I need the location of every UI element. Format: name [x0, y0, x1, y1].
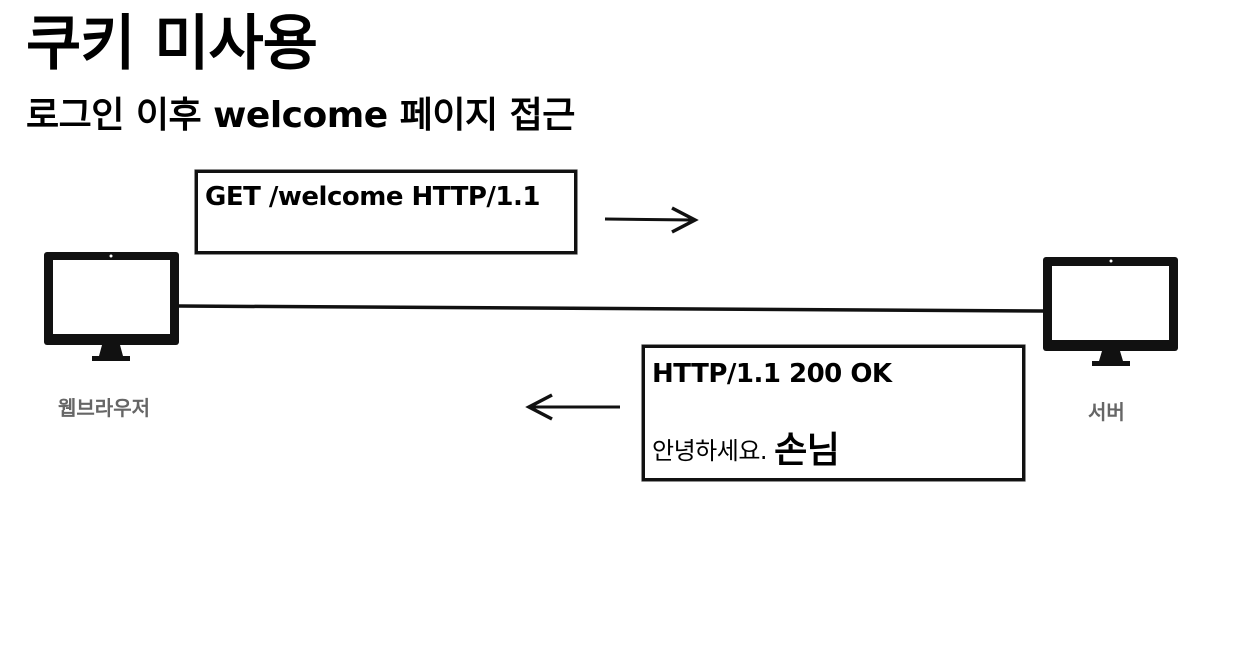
response-body-line: 안녕하세요. 손님	[652, 430, 840, 469]
page-title: 쿠키 미사용	[26, 9, 318, 79]
browser-monitor-icon	[44, 252, 179, 361]
guest-text: 손님	[774, 430, 840, 471]
page-subtitle: 로그인 이후 welcome 페이지 접근	[26, 95, 575, 136]
server-label: 서버	[1088, 400, 1125, 424]
http-response-box: HTTP/1.1 200 OK 안녕하세요. 손님	[642, 345, 1025, 481]
browser-label: 웹브라우저	[58, 396, 150, 420]
server-monitor-icon	[1043, 257, 1178, 366]
http-request-box: GET /welcome HTTP/1.1	[195, 170, 577, 254]
greeting-text: 안녕하세요.	[652, 437, 768, 465]
connection-line	[178, 304, 1044, 313]
response-status-line: HTTP/1.1 200 OK	[652, 359, 892, 389]
response-arrow-icon	[525, 393, 620, 421]
request-line: GET /welcome HTTP/1.1	[205, 182, 540, 212]
request-arrow-icon	[604, 206, 699, 234]
